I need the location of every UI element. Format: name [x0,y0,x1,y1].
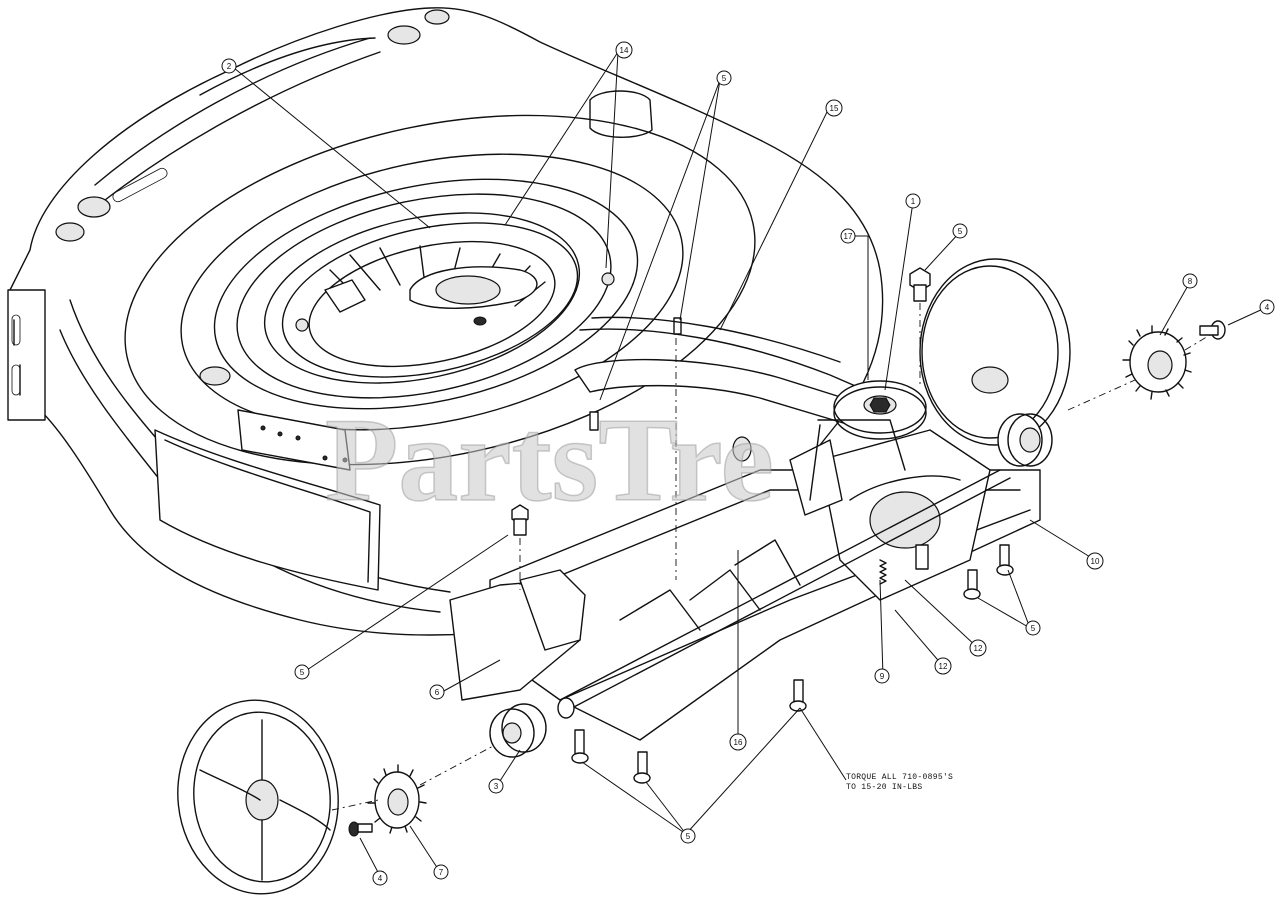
svg-text:15: 15 [830,104,839,113]
svg-text:9: 9 [880,672,885,681]
svg-text:17: 17 [844,232,853,241]
right-axle-bushing [997,413,1053,467]
callout-7: 7 [433,864,449,880]
callout-2: 2 [221,58,237,74]
callout-1: 1 [905,193,921,209]
svg-text:5: 5 [958,227,963,236]
right-pinion-gear [1122,325,1192,400]
callout-17: 17 [840,228,856,244]
callout-12-lower: 12 [934,657,952,675]
svg-text:12: 12 [974,644,983,653]
callout-9: 9 [874,668,890,684]
transmission-housing [449,380,1041,741]
callout-10: 10 [1086,552,1104,570]
callout-12-upper: 12 [969,639,987,657]
callout-6: 6 [429,684,445,700]
callout-5-bottom: 5 [680,828,696,844]
svg-text:2: 2 [227,62,232,71]
callout-14: 14 [615,41,633,59]
callout-16: 16 [729,733,747,751]
svg-text:4: 4 [378,874,383,883]
left-wheel [177,699,339,895]
torque-note-line-1: TORQUE ALL 710-0895'S [846,773,953,782]
pulley [833,380,927,440]
svg-text:4: 4 [1265,303,1270,312]
svg-text:10: 10 [1091,557,1100,566]
svg-text:5: 5 [686,832,691,841]
torque-note-line-2: TO 15-20 IN-LBS [846,783,923,792]
callout-5-top: 5 [716,70,732,86]
leader-lines [233,51,1266,877]
callout-15: 15 [825,99,843,117]
svg-text:3: 3 [494,782,499,791]
right-wheel-bolt [1199,320,1226,340]
drive-belt [574,316,874,427]
left-wheel-bolt [348,821,373,837]
svg-text:1: 1 [911,197,916,206]
left-axle-bushing [489,697,575,758]
assembly-center-lines [331,303,1211,811]
svg-text:12: 12 [939,662,948,671]
callout-3: 3 [488,778,504,794]
blade-adapter-fan [329,245,546,326]
callout-5-bolt: 5 [952,223,968,239]
callout-5-right: 5 [1025,620,1041,636]
right-wheel [919,258,1071,446]
mower-deck [7,7,884,636]
svg-text:6: 6 [435,688,440,697]
callout-5-left: 5 [294,664,310,680]
svg-text:5: 5 [300,668,305,677]
svg-text:7: 7 [439,868,444,877]
svg-text:16: 16 [734,738,743,747]
callout-4-right: 4 [1259,299,1275,315]
loose-bolts [511,267,1014,784]
callout-4-left: 4 [372,870,388,886]
callout-8: 8 [1182,273,1198,289]
left-pinion-gear [367,764,427,834]
svg-text:8: 8 [1188,277,1193,286]
svg-text:5: 5 [1031,624,1036,633]
svg-text:5: 5 [722,74,727,83]
svg-text:14: 14 [620,46,629,55]
watermark: PartsTre [325,393,774,526]
